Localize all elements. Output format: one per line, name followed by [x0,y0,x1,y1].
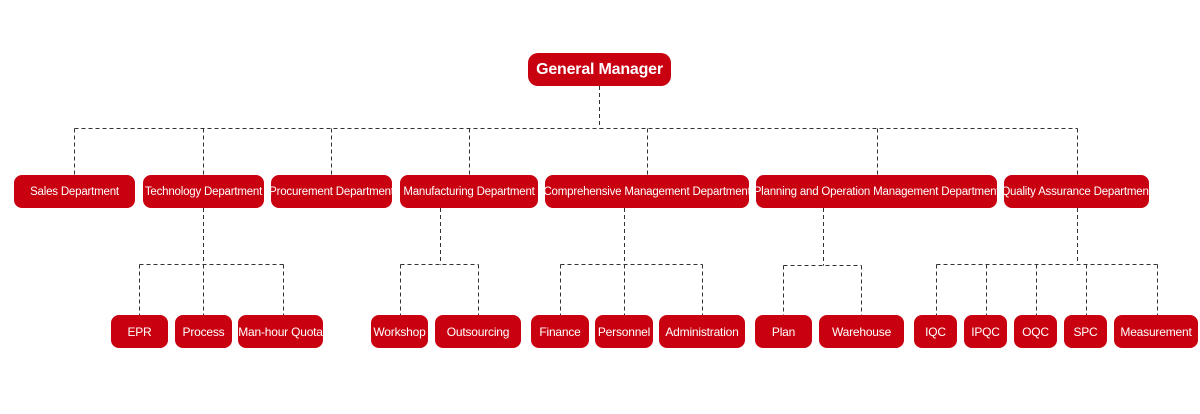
node-administration: Administration [659,315,745,348]
node-measurement: Measurement [1114,315,1198,348]
node-personnel: Personnel [595,315,653,348]
node-workshop: Workshop [371,315,428,348]
node-general-manager: General Manager [528,53,671,86]
node-plan: Plan [755,315,812,348]
node-sales-department: Sales Department [14,175,135,208]
node-warehouse: Warehouse [819,315,904,348]
node-procurement-department: Procurement Department [269,175,394,208]
node-iqc: IQC [914,315,957,348]
node-quality-assurance-department: Quality Assurance Department [1001,175,1152,208]
node-manufacturing-department: Manufacturing Department [400,175,538,208]
node-ipqc: IPQC [964,315,1007,348]
node-man-hour-quota: Man-hour Quota [238,315,323,348]
node-epr: EPR [111,315,168,348]
node-technology-department: Technology Department [143,175,264,208]
node-finance: Finance [531,315,589,348]
node-oqc: OQC [1014,315,1057,348]
node-spc: SPC [1064,315,1107,348]
node-planning-and-operation-management-department: Planning and Operation Management Depart… [754,175,1000,208]
node-process: Process [175,315,232,348]
node-outsourcing: Outsourcing [435,315,521,348]
node-comprehensive-management-department: Comprehensive Management Department [543,175,751,208]
